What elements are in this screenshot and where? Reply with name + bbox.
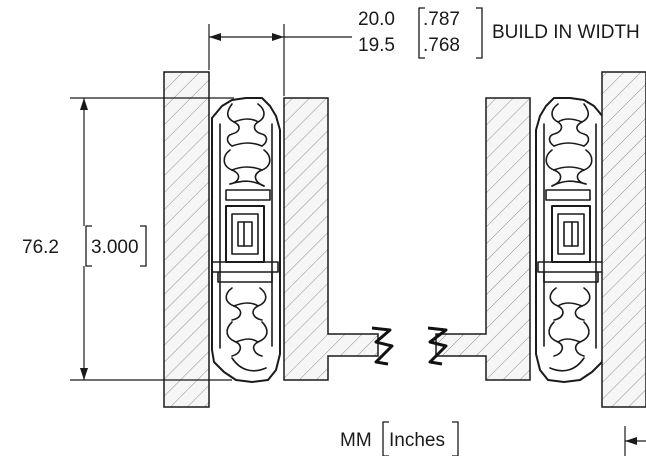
right-break-symbol — [427, 326, 448, 366]
height-dimension-lines — [70, 97, 234, 381]
width-inch-bracket — [418, 7, 483, 59]
right-cabinet-wall — [601, 71, 646, 408]
units-inch-label: Inches — [389, 430, 445, 451]
height-label-mask — [18, 226, 150, 266]
height-mm: 76.2 — [22, 237, 59, 258]
width-mm-max: 20.0 — [358, 9, 395, 30]
height-inch: 3.000 — [91, 237, 139, 258]
width-mm-min: 19.5 — [358, 35, 395, 56]
width-inch-max: .787 — [423, 9, 460, 30]
right-drawer-side — [435, 97, 531, 381]
right-slide-profile — [535, 97, 605, 383]
units-mm-label: MM — [340, 430, 372, 451]
width-dimension-lines — [208, 24, 352, 96]
left-break-symbol — [371, 326, 394, 366]
width-inch-min: .768 — [423, 35, 460, 56]
partial-dimension-marker — [624, 426, 646, 456]
height-inch-bracket — [85, 225, 147, 267]
left-cabinet-wall — [163, 71, 210, 408]
left-slide-profile — [211, 97, 281, 383]
build-in-width-caption: BUILD IN WIDTH — [492, 22, 640, 43]
left-drawer-side — [283, 97, 379, 381]
